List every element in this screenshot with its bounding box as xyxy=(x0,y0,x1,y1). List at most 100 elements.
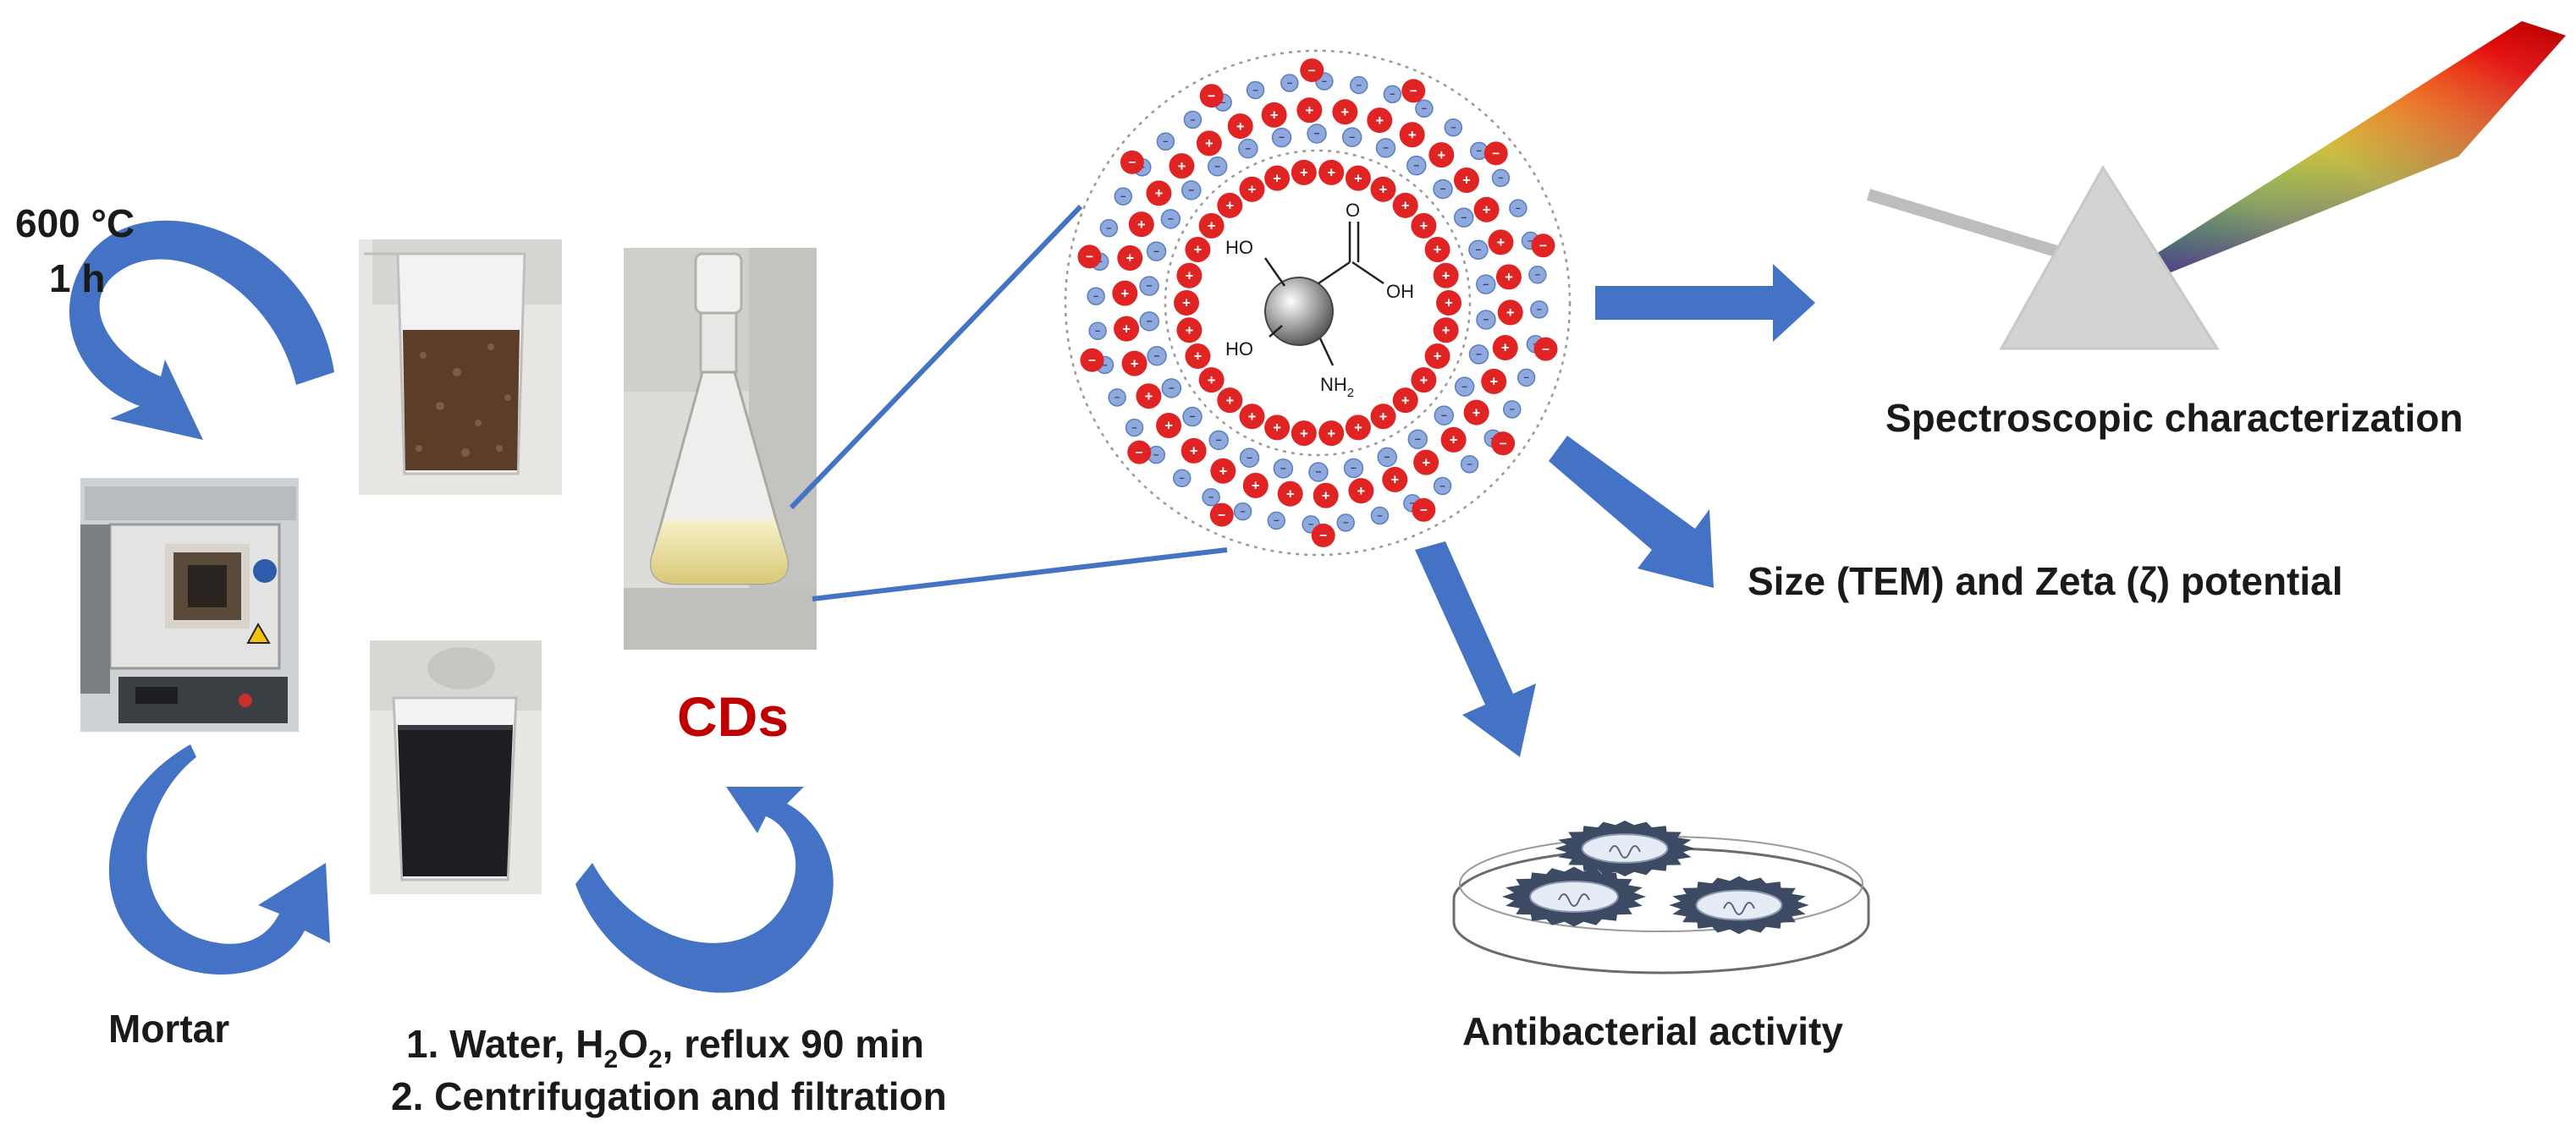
anion-ring: − xyxy=(1434,405,1455,426)
svg-text:−: − xyxy=(1523,373,1528,383)
cation-middle: + xyxy=(1492,335,1518,361)
svg-text:+: + xyxy=(1194,243,1203,258)
svg-text:−: − xyxy=(1247,452,1252,464)
svg-text:−: − xyxy=(1086,250,1093,265)
molecule-oh-right: OH xyxy=(1386,281,1414,302)
svg-text:−: − xyxy=(1510,405,1515,415)
cation-outer: − xyxy=(1300,58,1324,83)
svg-text:−: − xyxy=(1287,79,1292,89)
svg-text:+: + xyxy=(1501,341,1510,356)
svg-text:−: − xyxy=(1120,192,1126,202)
molecule-ho-top: HO xyxy=(1225,237,1253,258)
cation-middle: + xyxy=(1313,482,1339,508)
cation-middle: + xyxy=(1261,102,1287,128)
cation-outer: − xyxy=(1533,337,1558,361)
svg-text:+: + xyxy=(1208,373,1216,388)
molecule-carbonyl-o: O xyxy=(1346,200,1360,221)
svg-text:−: − xyxy=(1527,236,1533,246)
bacterial-colonies xyxy=(1502,821,1809,935)
svg-text:−: − xyxy=(1169,382,1175,394)
petri-dish-illustration xyxy=(1452,821,1870,975)
svg-text:+: + xyxy=(1270,108,1279,124)
prism xyxy=(1999,165,2220,350)
anion-ring: − xyxy=(1161,378,1182,398)
svg-text:−: − xyxy=(1351,463,1357,475)
svg-text:−: − xyxy=(1477,146,1482,156)
ion-layer: ++++++++++++++++++++++++++++++−−−−−−−−−−… xyxy=(1077,58,1558,547)
cation-outer: − xyxy=(1120,150,1144,174)
svg-text:−: − xyxy=(1115,393,1120,404)
anion-ring: − xyxy=(1239,447,1260,468)
cation-middle: + xyxy=(1181,437,1207,464)
anion-outer: − xyxy=(1125,418,1144,437)
anion-outer: − xyxy=(1246,80,1265,100)
svg-text:+: + xyxy=(1225,393,1234,409)
svg-text:+: + xyxy=(1186,268,1194,283)
svg-text:−: − xyxy=(1252,85,1258,96)
anion-ring: − xyxy=(1146,241,1167,261)
surface-molecule xyxy=(1263,222,1384,366)
cation-middle: + xyxy=(1136,383,1162,409)
anion-outer: − xyxy=(1099,218,1119,238)
svg-text:−: − xyxy=(1357,80,1362,91)
cation-inner: + xyxy=(1411,367,1437,393)
cation-middle: + xyxy=(1481,368,1507,394)
anion-outer: − xyxy=(1280,74,1299,92)
anion-ring: − xyxy=(1181,180,1202,200)
svg-text:−: − xyxy=(1153,450,1159,460)
svg-text:+: + xyxy=(1236,119,1245,135)
svg-text:−: − xyxy=(1245,143,1251,155)
anion-ring: − xyxy=(1147,345,1167,366)
cation-inner: + xyxy=(1370,404,1396,430)
cation-middle: + xyxy=(1227,113,1253,140)
anion-ring: − xyxy=(1139,276,1159,296)
svg-text:+: + xyxy=(1122,321,1131,337)
cation-inner: + xyxy=(1433,262,1459,288)
svg-text:+: + xyxy=(1434,349,1442,365)
cation-inner: + xyxy=(1318,159,1345,185)
svg-text:−: − xyxy=(1516,204,1521,214)
anion-ring: − xyxy=(1406,155,1427,176)
anion-ring: − xyxy=(1433,178,1453,200)
bacterial-colony xyxy=(1502,866,1646,927)
svg-text:−: − xyxy=(1136,446,1143,460)
anion-outer: − xyxy=(1444,118,1463,137)
svg-text:−: − xyxy=(1279,132,1285,144)
cation-inner: + xyxy=(1424,343,1450,370)
svg-text:+: + xyxy=(1357,484,1366,499)
cation-middle: + xyxy=(1332,99,1358,125)
cation-middle: + xyxy=(1463,399,1489,426)
bacterial-colony xyxy=(1669,876,1809,935)
svg-text:−: − xyxy=(1384,452,1390,464)
cation-middle: + xyxy=(1156,412,1182,438)
cation-inner: + xyxy=(1345,415,1371,441)
svg-text:−: − xyxy=(1315,466,1321,478)
light-beam xyxy=(1866,189,2067,260)
svg-text:−: − xyxy=(1475,244,1481,255)
cation-middle: + xyxy=(1196,130,1222,156)
svg-text:+: + xyxy=(1401,393,1410,409)
cation-inner: + xyxy=(1436,290,1461,316)
svg-text:−: − xyxy=(1308,520,1313,530)
anion-ring: − xyxy=(1207,156,1228,177)
cation-inner: + xyxy=(1411,212,1437,239)
cation-inner: + xyxy=(1176,317,1203,343)
svg-text:−: − xyxy=(1410,85,1417,99)
cation-inner: + xyxy=(1291,420,1317,447)
svg-text:−: − xyxy=(1483,314,1489,326)
svg-text:−: − xyxy=(1422,104,1427,114)
cation-outer: − xyxy=(1531,233,1555,258)
cation-inner: + xyxy=(1370,176,1396,202)
cation-inner: + xyxy=(1198,212,1225,239)
svg-text:+: + xyxy=(1306,103,1314,118)
svg-text:+: + xyxy=(1208,219,1216,234)
cation-inner: + xyxy=(1318,420,1345,447)
svg-text:+: + xyxy=(1327,166,1335,181)
cation-middle: + xyxy=(1428,142,1455,168)
anion-ring: − xyxy=(1182,406,1203,427)
anion-outer: − xyxy=(1370,506,1390,525)
curved-arrow-mortar xyxy=(108,744,330,975)
svg-text:+: + xyxy=(1164,419,1173,434)
arrow-to-antibacterial xyxy=(1415,541,1536,757)
svg-text:+: + xyxy=(1505,270,1513,285)
